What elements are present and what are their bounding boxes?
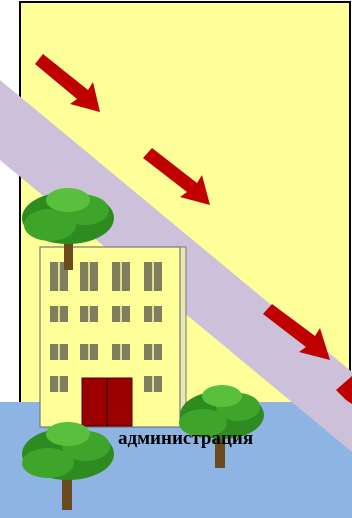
administration-label: администрация: [118, 428, 253, 450]
building-icon: [40, 247, 186, 427]
